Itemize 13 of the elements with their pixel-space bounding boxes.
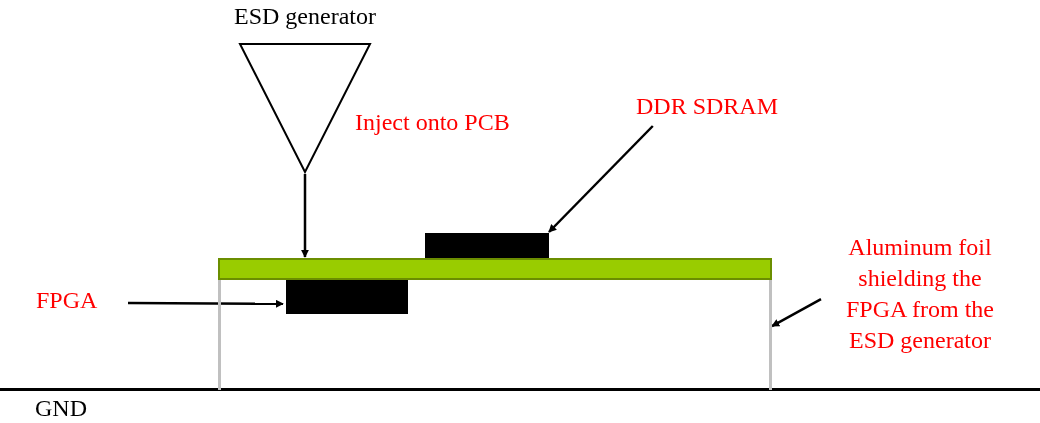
callout-label: DDR SDRAM [636, 92, 780, 120]
arrow [128, 299, 284, 308]
arrow [301, 174, 309, 258]
arrow [548, 125, 654, 233]
chip-block [286, 280, 408, 314]
arrow [771, 298, 822, 328]
pcb-board [218, 258, 772, 280]
callout-label: FPGA [36, 286, 99, 314]
edge-label: Inject onto PCB [355, 108, 510, 136]
generator-label: ESD generator [233, 2, 377, 30]
ground-label: GND [35, 394, 87, 422]
chip-block [425, 233, 549, 258]
callout-label: Aluminum foil shielding the FPGA from the ESD generator [845, 233, 995, 355]
